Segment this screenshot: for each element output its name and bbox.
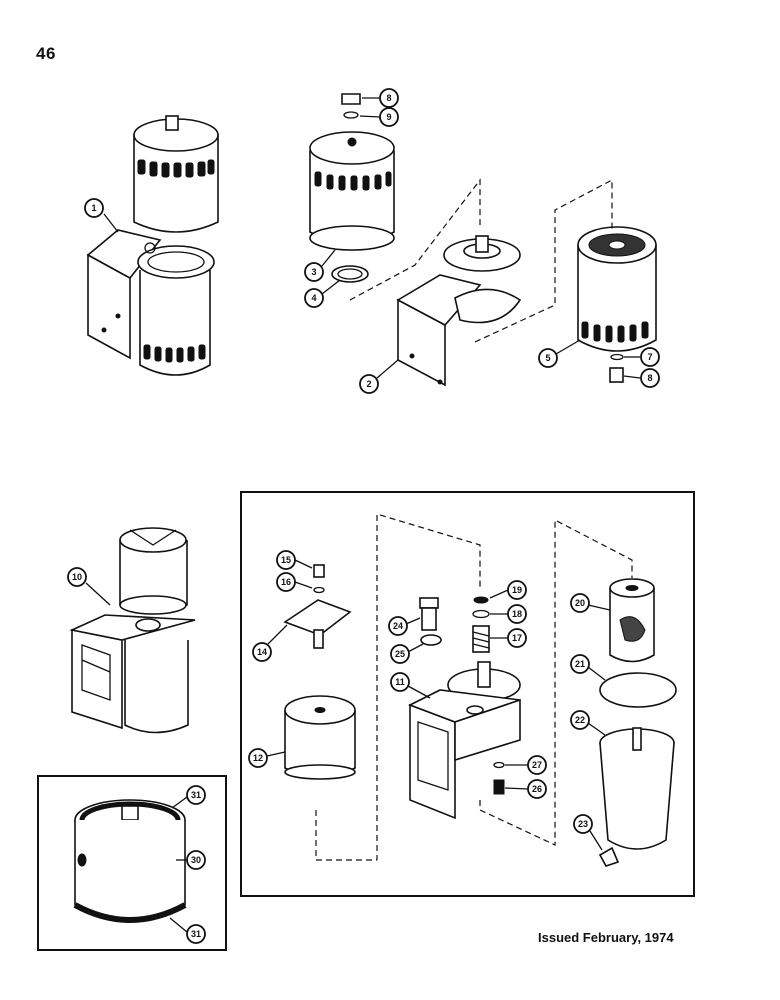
svg-text:26: 26	[532, 784, 542, 794]
svg-text:7: 7	[647, 352, 652, 362]
seal-ring-21	[599, 672, 677, 708]
callout-22: 22	[570, 710, 590, 730]
plug-26-group	[493, 761, 505, 795]
svg-text:1: 1	[91, 203, 96, 213]
svg-text:15: 15	[281, 555, 291, 565]
page-number: 46	[36, 44, 56, 63]
filter-element-12	[284, 695, 356, 780]
callout-31-bottom: 31	[186, 924, 206, 944]
callout-30: 30	[186, 850, 206, 870]
callout-24: 24	[388, 616, 408, 636]
inset-frame	[37, 775, 227, 951]
bolt-24-group	[419, 597, 442, 646]
svg-text:20: 20	[575, 598, 585, 608]
callout-1: 1	[84, 198, 104, 218]
svg-text:12: 12	[253, 753, 263, 763]
callout-9: 9	[379, 107, 399, 127]
svg-text:16: 16	[281, 577, 291, 587]
drain-23	[598, 846, 620, 867]
svg-text:9: 9	[386, 112, 391, 122]
svg-text:3: 3	[311, 267, 316, 277]
callout-18: 18	[507, 604, 527, 624]
callout-23: 23	[573, 814, 593, 834]
callout-8-top: 8	[379, 88, 399, 108]
callout-31-top: 31	[186, 785, 206, 805]
callout-5: 5	[538, 348, 558, 368]
svg-text:31: 31	[191, 790, 201, 800]
svg-text:5: 5	[545, 353, 550, 363]
bowl-22	[599, 727, 675, 850]
svg-text:2: 2	[366, 379, 371, 389]
svg-text:18: 18	[512, 609, 522, 619]
filter-head-11	[408, 661, 521, 820]
callout-26: 26	[527, 779, 547, 799]
svg-text:10: 10	[72, 572, 82, 582]
filter-element-3-group	[309, 93, 395, 283]
svg-text:4: 4	[311, 293, 316, 303]
callout-4: 4	[304, 288, 324, 308]
assembled-filter-10	[69, 527, 196, 734]
filter-element-20	[609, 578, 655, 663]
exploded-view-frame	[240, 491, 695, 897]
svg-text:19: 19	[512, 585, 522, 595]
callout-7: 7	[640, 347, 660, 367]
assembled-filter-1	[86, 115, 219, 376]
svg-text:14: 14	[257, 647, 267, 657]
issue-date: Issued February, 1974	[538, 930, 674, 945]
callout-17: 17	[507, 628, 527, 648]
callout-14: 14	[252, 642, 272, 662]
svg-text:23: 23	[578, 819, 588, 829]
callout-25: 25	[390, 644, 410, 664]
callout-12: 12	[248, 748, 268, 768]
svg-text:27: 27	[532, 760, 542, 770]
svg-text:25: 25	[395, 649, 405, 659]
svg-text:11: 11	[395, 677, 405, 687]
svg-text:31: 31	[191, 929, 201, 939]
callout-10: 10	[67, 567, 87, 587]
svg-text:21: 21	[575, 659, 585, 669]
callout-8-right: 8	[640, 368, 660, 388]
svg-text:17: 17	[512, 633, 522, 643]
svg-text:22: 22	[575, 715, 585, 725]
callout-16: 16	[276, 572, 296, 592]
callout-11: 11	[390, 672, 410, 692]
svg-text:24: 24	[393, 621, 403, 631]
cover-14-group	[283, 564, 352, 649]
filter-element-5	[577, 226, 657, 383]
bracket-2	[396, 235, 522, 387]
callout-15: 15	[276, 550, 296, 570]
callouts: 1 8 9 3 4 2 5 7 8 10 15 16 14 12 24 25 1…	[67, 88, 660, 944]
callout-19: 19	[507, 580, 527, 600]
callout-20: 20	[570, 593, 590, 613]
svg-text:30: 30	[191, 855, 201, 865]
svg-text:8: 8	[386, 93, 391, 103]
callout-21: 21	[570, 654, 590, 674]
callout-2: 2	[359, 374, 379, 394]
filter-element-30	[73, 799, 187, 923]
callout-3: 3	[304, 262, 324, 282]
svg-text:8: 8	[647, 373, 652, 383]
spring-17-group	[472, 596, 490, 653]
callout-27: 27	[527, 755, 547, 775]
